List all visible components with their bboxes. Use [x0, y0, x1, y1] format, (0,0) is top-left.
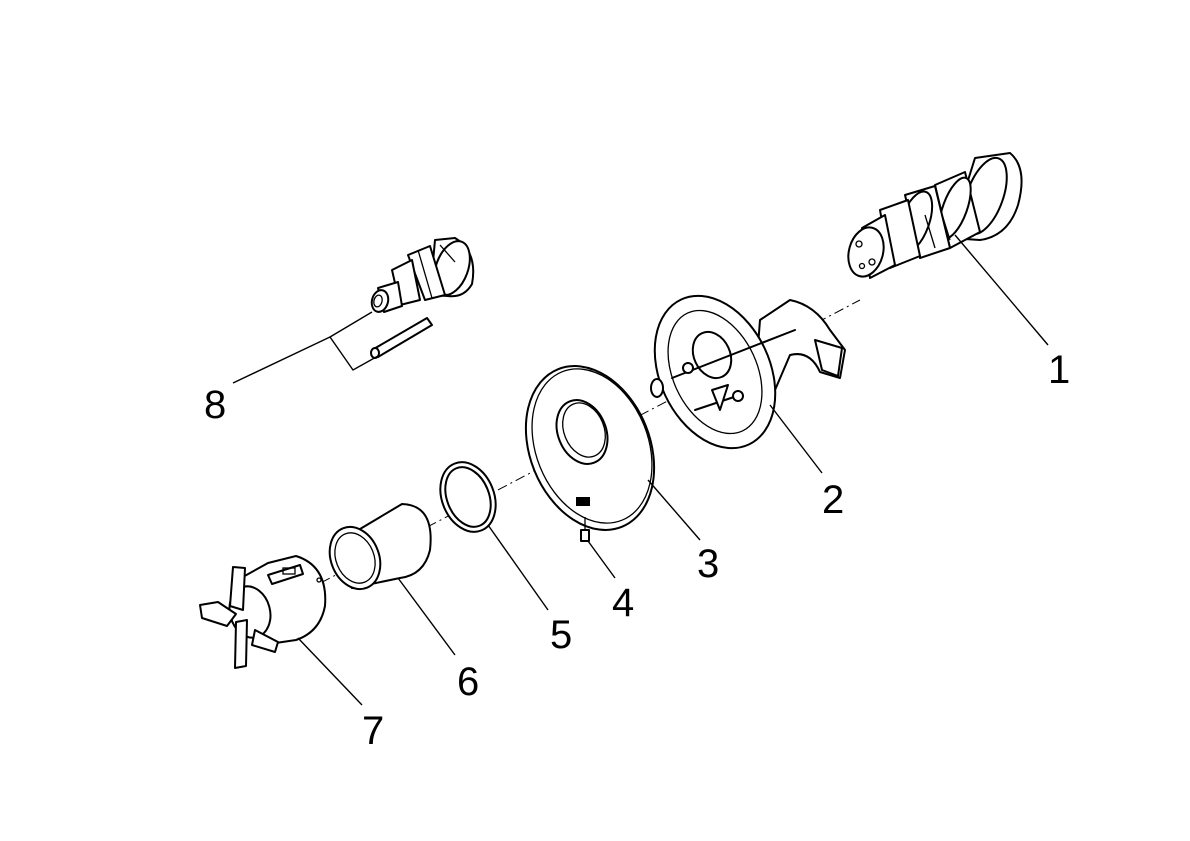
callout-number-4: 4 [612, 581, 634, 625]
callout-number-1: 1 [1048, 348, 1070, 392]
leader-6 [397, 577, 456, 656]
leader-5 [487, 524, 549, 611]
leader-3 [647, 479, 701, 541]
callout-number-2: 2 [822, 478, 844, 522]
callout-number-6: 6 [457, 660, 479, 704]
leader-1 [954, 234, 1049, 346]
leader-8 [232, 336, 379, 384]
part-3-escutcheon [524, 365, 656, 531]
brand-logo-mark [576, 497, 590, 506]
part-7-cross-handle [199, 555, 327, 669]
callout-number-3: 3 [697, 542, 719, 586]
leader-8b [329, 311, 373, 338]
part-5-o-ring [439, 461, 497, 533]
leader-4 [587, 540, 616, 579]
part-2-mounting-plate [650, 294, 846, 450]
part-8-pin [370, 317, 433, 359]
part-6-sleeve [328, 503, 432, 591]
callout-number-8: 8 [204, 383, 226, 427]
part-1-cartridge [847, 152, 1023, 279]
part-8-diverter-cartridge [370, 237, 475, 313]
leader-7 [297, 637, 363, 706]
callout-number-7: 7 [362, 709, 384, 753]
part-4-set-screw [580, 517, 590, 542]
leader-2 [769, 404, 823, 474]
callout-number-5: 5 [550, 613, 572, 657]
